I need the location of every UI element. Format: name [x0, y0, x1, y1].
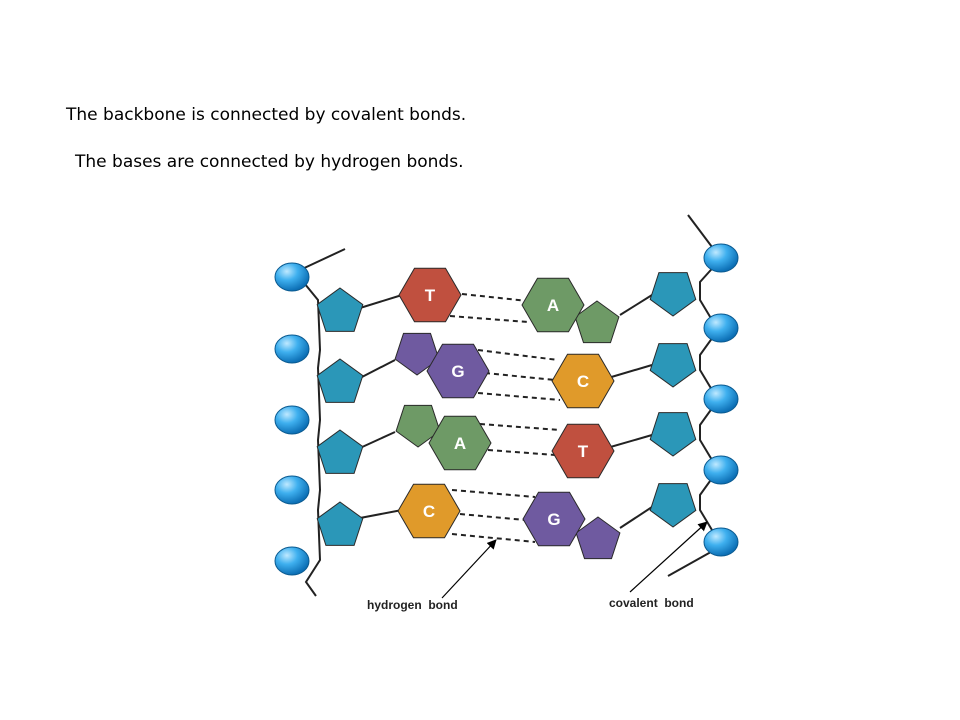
covalent-bond-label: covalent bond	[609, 596, 694, 610]
base-pentagon-G	[575, 516, 621, 560]
base-letter-G: G	[547, 510, 560, 529]
sugar-pentagon	[316, 358, 364, 403]
phosphate-ball	[274, 475, 310, 505]
base-hexagon-A	[428, 415, 492, 471]
phosphate-ball	[703, 243, 739, 273]
covalent-bond-arrow	[629, 521, 708, 593]
sugar-pentagon	[316, 429, 364, 474]
base-hexagon-G	[522, 491, 586, 547]
hydrogen-bond-arrow	[441, 539, 497, 599]
base-hexagon-G	[426, 343, 490, 399]
phosphate-balls	[274, 243, 739, 576]
sugar-pentagons	[316, 272, 697, 546]
phosphate-ball	[274, 262, 310, 292]
hydrogen-bond-lines	[449, 293, 561, 543]
base-hexagon-T	[551, 423, 615, 479]
base-letter-G: G	[451, 362, 464, 381]
sugar-pentagon	[649, 412, 697, 457]
left-backbone	[299, 248, 346, 597]
base-letter-T: T	[578, 442, 589, 461]
sugar-pentagon	[649, 272, 697, 317]
phosphate-ball	[703, 455, 739, 485]
phosphate-ball	[703, 313, 739, 343]
backbone-caption: The backbone is connected by covalent bo…	[66, 105, 467, 125]
phosphate-ball	[274, 405, 310, 435]
base-hexagon-A	[521, 277, 585, 333]
base-letter-C: C	[423, 502, 435, 521]
annotation-arrows	[441, 521, 708, 599]
sugar-pentagon	[316, 287, 364, 332]
base-hexagon-T	[398, 267, 462, 323]
bases-caption: The bases are connected by hydrogen bond…	[75, 152, 464, 172]
hydrogen-bond-label: hydrogen bond	[367, 598, 458, 612]
base-letter-A: A	[454, 434, 466, 453]
sugar-base-links	[359, 294, 653, 529]
phosphate-ball	[274, 334, 310, 364]
phosphate-ball	[274, 546, 310, 576]
phosphate-ball	[703, 384, 739, 414]
base-letter-C: C	[577, 372, 589, 391]
base-letter-A: A	[547, 296, 559, 315]
sugar-pentagon	[649, 483, 697, 528]
base-hexagon-C	[551, 353, 615, 409]
base-hexagon-C	[397, 483, 461, 539]
sugar-pentagon	[649, 343, 697, 388]
base-letter-T: T	[425, 286, 436, 305]
nitrogen-bases: T A G C A T C G	[394, 267, 621, 560]
sugar-pentagon	[316, 501, 364, 546]
phosphate-ball	[703, 527, 739, 557]
